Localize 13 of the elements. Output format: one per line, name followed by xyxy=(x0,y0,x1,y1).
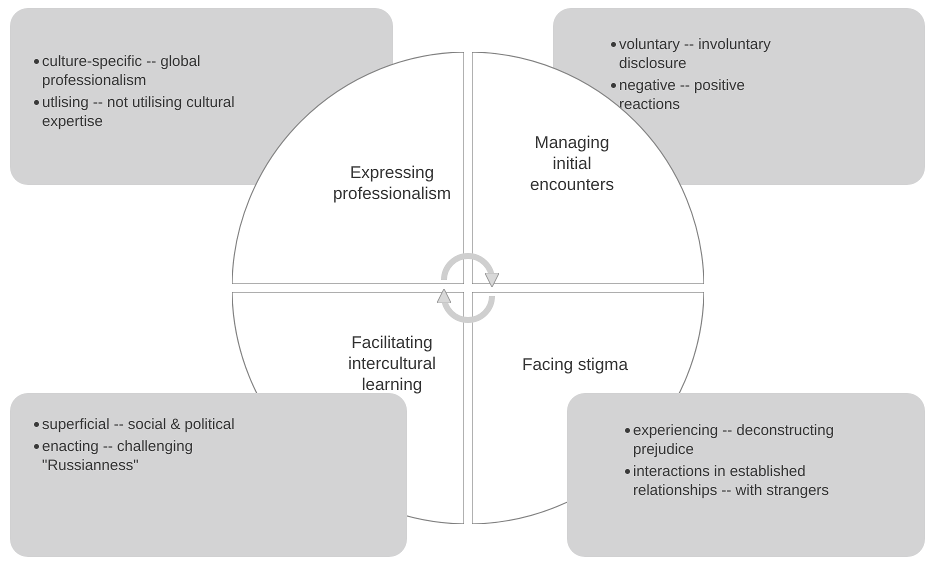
segment-title: Facing stigma xyxy=(521,354,629,375)
segment-title: Expressing professionalism xyxy=(332,162,452,204)
note-panel xyxy=(10,393,407,557)
cycle-arrow xyxy=(441,253,500,288)
bullet-item: interactions in established relationships -- with strangers xyxy=(633,462,830,500)
segment-title: Facilitating intercultural learning xyxy=(347,332,437,395)
bullet-item: enacting -- challenging "Russianness" xyxy=(42,437,194,475)
note-panel xyxy=(567,393,925,557)
bullet-item: superficial -- social & political xyxy=(42,415,235,434)
bullet-item: utlising -- not utilising cultural expertise xyxy=(42,93,236,131)
bullet-item: negative -- positive reactions xyxy=(619,76,746,114)
segment-title: Managing initial encounters xyxy=(528,132,616,195)
cycle-arrow xyxy=(436,288,495,323)
